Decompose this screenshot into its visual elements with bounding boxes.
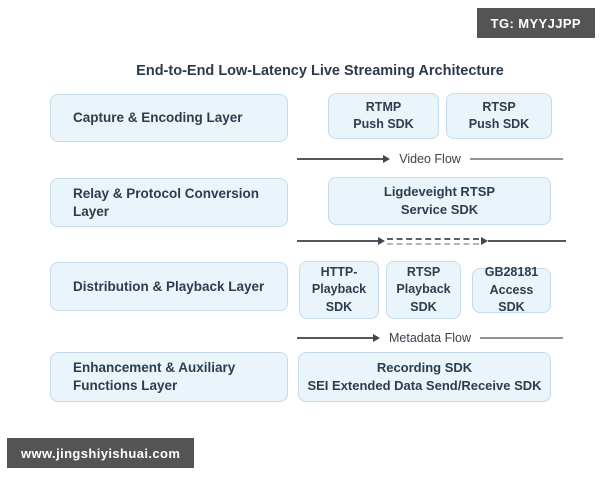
metadata-flow-row: Metadata Flow [297,330,564,346]
dashed-flow-right-line [488,240,566,242]
arrowhead-icon [383,155,391,163]
telegram-watermark-badge: TG: MYYJJPP [476,8,595,38]
layer-box-distribution-playback: Distribution & Playback Layer [50,262,288,311]
video-flow-arrow [297,155,391,163]
sdk-line: SDK [325,299,353,314]
sdk-line: HTTP- [320,264,358,279]
layer-label: Relay & Protocol Conversion Layer [73,185,260,219]
sdk-line: Playback [311,282,367,297]
metadata-flow-line [480,337,564,339]
sdk-box-http-playback: HTTP- Playback SDK [299,261,379,319]
website-watermark-badge: www.jingshiyishuai.com [7,438,195,468]
sdk-box-rtsp-playback: RTSP Playback SDK [386,261,461,319]
flow-line [297,240,378,242]
sdk-box-gb28181-access: GB28181 Access SDK [472,265,551,314]
sdk-line: Push SDK [468,117,530,131]
dashed-flow-row [297,232,566,250]
layer-box-capture-encoding: Capture & Encoding Layer [50,94,288,142]
dashed-flow-left-arrow [297,237,385,245]
arrowhead-icon [373,334,381,342]
sdk-line: RTSP [482,99,516,114]
layer-label: Enhancement & Auxiliary Functions Layer [73,360,236,393]
layer-label: Capture & Encoding Layer [73,110,243,126]
flow-line [480,337,564,339]
sdk-line: GB28181 [484,265,539,280]
layer-box-relay-protocol: Relay & Protocol Conversion Layer [50,178,288,227]
sdk-line: SEI Extended Data Send/Receive SDK [307,378,542,393]
sdk-line: Service SDK [400,202,479,217]
video-flow-label: Video Flow [399,152,461,166]
sdk-box-recording: Recording SDK SEI Extended Data Send/Rec… [298,352,551,402]
sdk-line: RTSP [406,264,441,279]
dashed-line [387,237,479,240]
sdk-line: SDK [410,299,437,314]
flow-line [469,158,564,160]
flow-line [297,158,384,160]
diagram-title: End-to-End Low-Latency Live Streaming Ar… [136,63,504,79]
sdk-line: Access SDK [489,282,534,315]
video-flow-row: Video Flow [297,151,564,167]
arrowhead-icon [378,237,385,245]
metadata-flow-label: Metadata Flow [389,331,471,345]
layer-label: Distribution & Playback Layer [73,278,265,294]
sdk-line: Push SDK [353,117,414,131]
dashed-flow-lines [387,237,479,245]
metadata-flow-arrow [297,334,381,342]
flow-line [297,337,374,339]
arrowhead-icon [481,237,488,245]
video-flow-line [469,158,564,160]
sdk-box-lightweight-rtsp-service: Ligdeveight RTSP Service SDK [328,177,551,225]
sdk-line: Recording SDK [376,359,473,375]
flow-line [488,240,566,242]
dashed-line [387,242,479,245]
layer-box-enhancement-auxiliary: Enhancement & Auxiliary Functions Layer [50,352,288,402]
sdk-box-rtmp-push: RTMP Push SDK [328,93,439,139]
sdk-line: Playback [396,282,451,297]
sdk-line: Ligdeveight RTSP [383,183,496,199]
sdk-box-rtsp-push: RTSP Push SDK [446,93,552,139]
sdk-line: RTMP [365,99,402,114]
